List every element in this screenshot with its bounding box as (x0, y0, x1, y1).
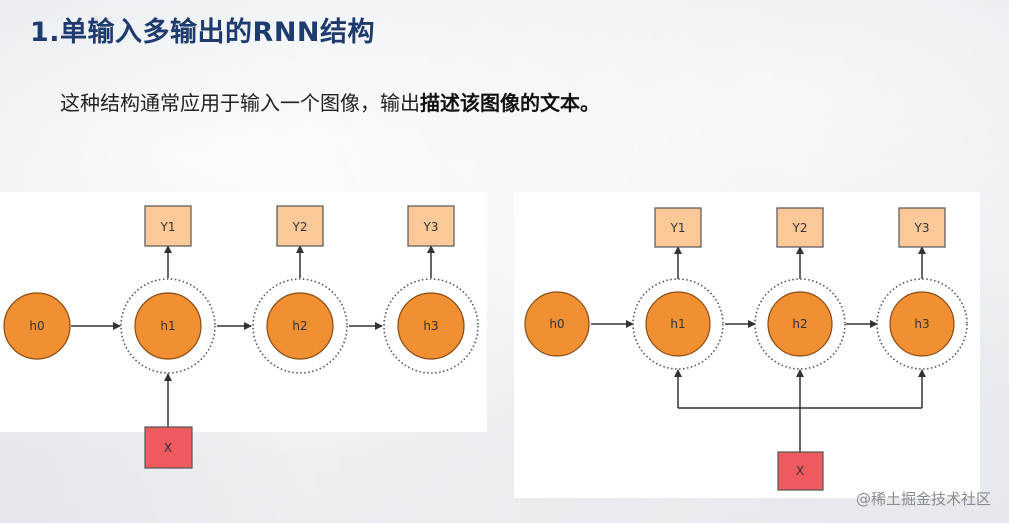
output-label-y3: Y3 (914, 221, 930, 235)
output-box-y1 (654, 207, 702, 248)
node-h1 (645, 291, 711, 357)
output-label-y1: Y1 (160, 220, 176, 234)
output-label-y3: Y3 (423, 220, 439, 234)
node-h3 (397, 292, 465, 360)
node-h2 (266, 292, 334, 360)
output-box-y2 (276, 205, 324, 247)
output-box-y3 (407, 205, 455, 247)
node-h1 (134, 292, 202, 360)
input-label-x-left: X (164, 441, 172, 455)
left-input-overlay: X (0, 420, 487, 469)
node-h0 (524, 291, 590, 357)
node-label-h3: h3 (423, 319, 438, 333)
left-diagram: Y1 Y2 Y3 h0 h1 h2 h3 (3, 205, 479, 427)
dotted-ring-h2 (754, 278, 846, 370)
output-box-y1 (144, 205, 192, 247)
dotted-ring-h2 (252, 278, 348, 374)
subtitle: 这种结构通常应用于输入一个图像，输出描述该图像的文本。 (60, 87, 600, 116)
dotted-ring-h3 (383, 278, 479, 374)
node-h0 (3, 292, 71, 360)
watermark: @稀土掘金技术社区 (855, 490, 991, 508)
node-label-h2: h2 (792, 317, 807, 331)
right-diagram-panel: Y1 Y2 Y3 h0 h1 h2 h3 X (514, 192, 980, 498)
input-box-x-left (144, 426, 193, 469)
subtitle-bold: 描述该图像的文本。 (420, 91, 600, 115)
node-label-h0: h0 (29, 319, 44, 333)
left-diagram-panel: Y1 Y2 Y3 h0 h1 h2 h3 (0, 192, 487, 432)
node-label-h0: h0 (549, 317, 564, 331)
subtitle-normal: 这种结构通常应用于输入一个图像，输出 (60, 91, 420, 115)
node-label-h2: h2 (292, 319, 307, 333)
right-diagram: Y1 Y2 Y3 h0 h1 h2 h3 X (524, 207, 968, 491)
node-label-h1: h1 (670, 317, 685, 331)
node-h3 (889, 291, 955, 357)
page-title: 1.单输入多输出的RNN结构 (30, 17, 376, 48)
input-label-x-right: X (796, 464, 804, 478)
output-label-y2: Y2 (792, 221, 808, 235)
dotted-ring-h1 (120, 278, 216, 374)
dotted-ring-h1 (632, 278, 724, 370)
node-label-h3: h3 (914, 317, 929, 331)
node-h2 (767, 291, 833, 357)
output-box-y2 (776, 207, 824, 248)
node-label-h1: h1 (160, 319, 175, 333)
dotted-ring-h3 (876, 278, 968, 370)
output-label-y2: Y2 (292, 220, 308, 234)
input-box-x-right (777, 451, 824, 491)
output-box-y3 (898, 207, 946, 248)
left-panel-extension (0, 420, 487, 432)
output-label-y1: Y1 (670, 221, 686, 235)
